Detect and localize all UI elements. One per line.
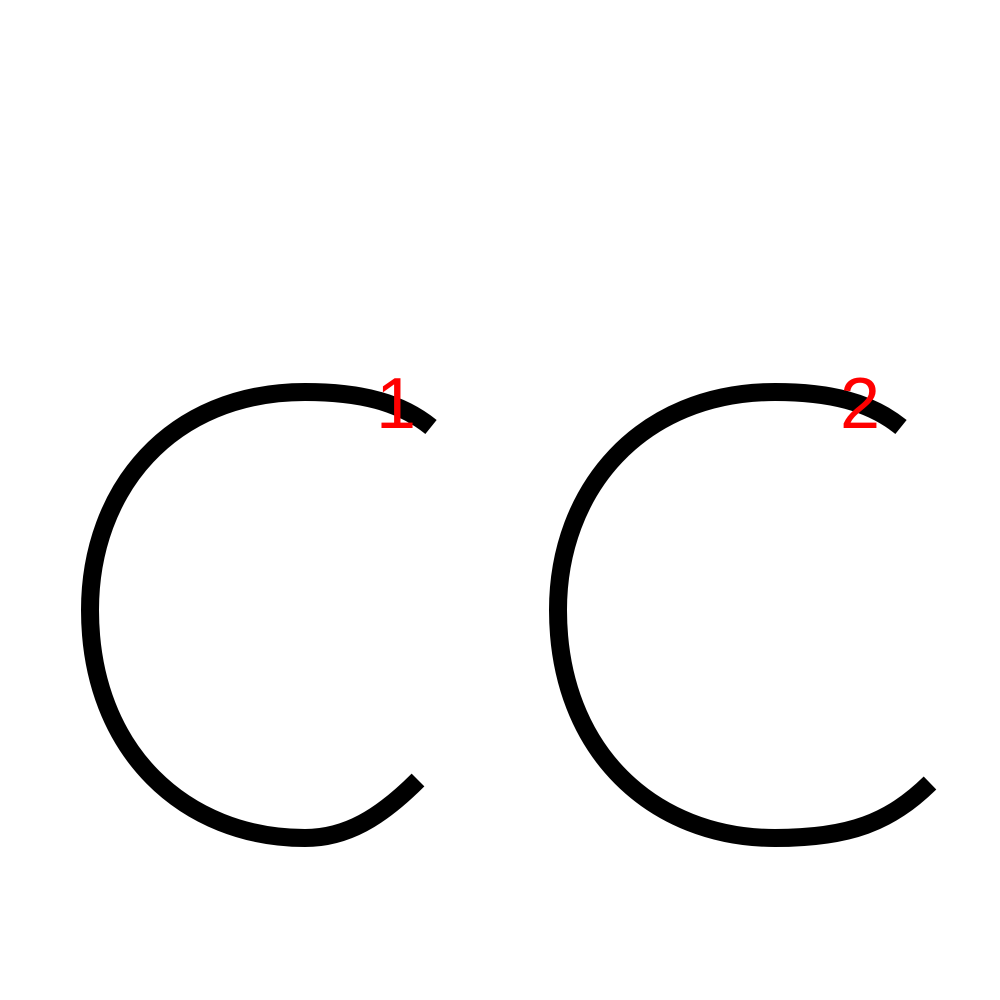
- stroke-number-1: 1: [376, 364, 416, 444]
- glyph-2: 2: [549, 364, 937, 847]
- stroke-2-path: [549, 383, 937, 847]
- stroke-number-2: 2: [840, 364, 880, 444]
- stroke-1-path: [81, 383, 437, 847]
- glyph-1: 1: [81, 364, 437, 847]
